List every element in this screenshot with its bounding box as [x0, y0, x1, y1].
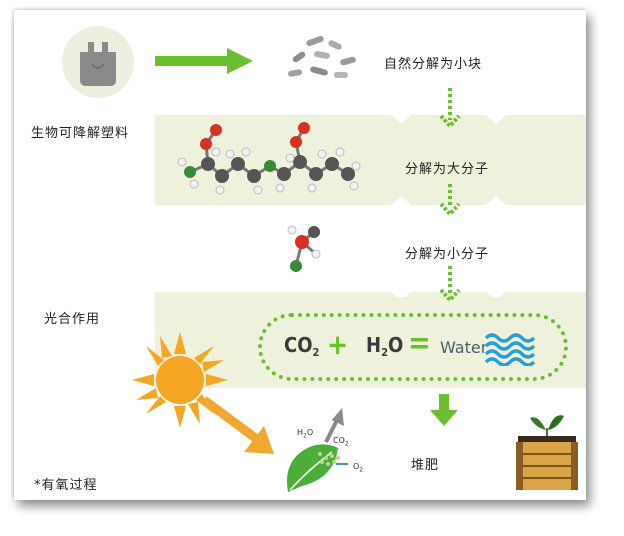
band2-notches [391, 292, 506, 297]
leaf-icon [287, 408, 348, 492]
dotted-arrow-down-icon [439, 184, 461, 217]
dotted-arrow-down-icon [439, 88, 461, 129]
water-waves-icon [484, 333, 536, 366]
band-notches [391, 115, 506, 205]
small-molecule-icon [287, 225, 321, 272]
label-break-into-pieces: 自然分解为小块 [384, 57, 483, 72]
arrow-down-icon [430, 394, 458, 426]
photosynthesis-band [155, 292, 586, 388]
plastic-bag-icon [62, 26, 134, 98]
reaction-formula [258, 313, 568, 381]
leaf-label-co2: CO2 [333, 436, 349, 448]
molecule-band [155, 115, 586, 205]
sun-ray-arrow-icon [201, 396, 274, 454]
leaf-label-h2o: H2O [297, 428, 314, 440]
dotted-arrow-down-icon [439, 266, 461, 303]
compost-bin-icon [516, 415, 578, 490]
label-large-molecules: 分解为大分子 [405, 162, 490, 177]
formula-h2o: H2O [366, 333, 404, 359]
polymer-molecule-icon [177, 122, 361, 195]
label-aerobic-process: *有氧过程 [34, 478, 98, 493]
fragments-icon [288, 35, 356, 78]
arrow-right-icon [155, 48, 253, 74]
leaf-label-o2: O2 [353, 462, 364, 474]
label-biodegradable-plastic: 生物可降解塑料 [31, 126, 130, 141]
formula-equals: = [408, 326, 431, 361]
label-small-molecules: 分解为小分子 [405, 247, 490, 262]
formula-plus: + [327, 328, 349, 361]
label-photosynthesis: 光合作用 [44, 312, 101, 327]
label-compost: 堆肥 [411, 458, 440, 473]
formula-co2: CO2 [284, 333, 320, 359]
formula-water: Water [440, 338, 488, 357]
